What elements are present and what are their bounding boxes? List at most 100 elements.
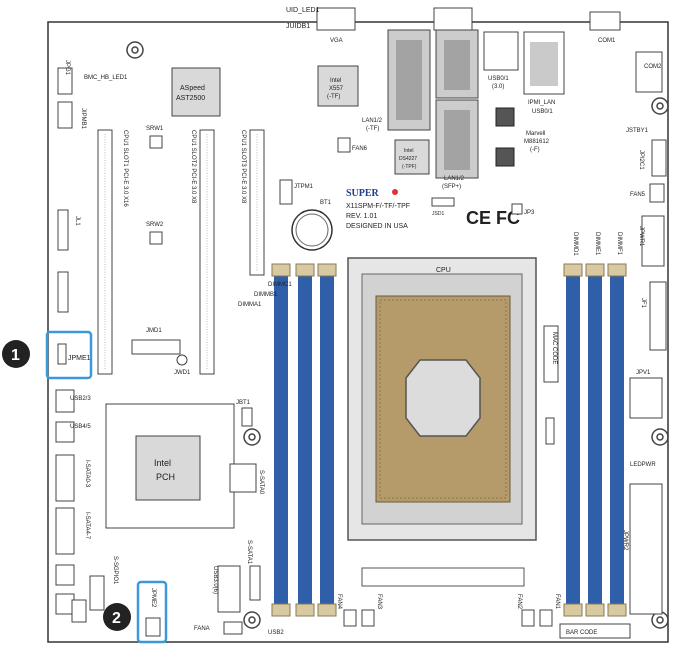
battery	[291, 209, 333, 251]
lan12b-sfx-label: (SFP+)	[442, 184, 461, 190]
uid-led-label: UID_LED1	[286, 7, 320, 14]
s-sgpio-label: S-SGPIO1	[112, 556, 118, 585]
jpi2c-label: JPI2C1	[638, 150, 644, 170]
dimm-right-latches	[563, 263, 627, 617]
pch-chip	[135, 435, 201, 501]
fan4-label: FAN4	[336, 594, 342, 610]
dimm-b1-label: DIMMB1	[254, 292, 278, 298]
intel-x557-chip	[317, 65, 359, 107]
usb-top-label: USB0/1	[488, 76, 509, 82]
jpme1-highlight	[45, 330, 93, 380]
callout-2-text: 2	[112, 610, 121, 627]
lan12b-label: LAN1/2	[444, 176, 465, 182]
jsd-label: JSD1	[432, 211, 444, 217]
dimm-left-latches	[271, 263, 337, 617]
jpme2-header	[145, 617, 161, 637]
jwd1-label: JWD1	[174, 370, 191, 376]
com1-label: COM1	[598, 38, 616, 44]
left-headers	[55, 67, 87, 623]
pch-text-2: PCH	[156, 472, 175, 482]
marvell-chip-a	[495, 107, 515, 127]
i-sata47-label: I-SATA4-7	[84, 512, 90, 540]
brand-dot	[392, 189, 398, 195]
srw2-box	[149, 231, 163, 245]
aspeed-chip	[171, 67, 221, 117]
usb45-label: USB4/5	[70, 424, 91, 430]
io-texture	[396, 40, 558, 170]
i-sata03-label: I-SATA0-3	[84, 460, 90, 488]
jstby-label: JSTBY1	[626, 128, 649, 134]
jipmb-label: JIPMB1	[80, 108, 86, 130]
jpv1-label: JPV1	[636, 370, 651, 376]
usb-bottom-label: USB2	[268, 630, 284, 636]
srw1-label: SRW1	[146, 126, 164, 132]
x557-model: X557	[329, 86, 344, 92]
usb01-label: USB0/1	[532, 109, 553, 115]
pcie-slot-pins	[104, 134, 258, 370]
aspeed-model: AST2500	[176, 95, 205, 102]
dimm-left-slots	[274, 272, 334, 608]
rear-io	[316, 7, 621, 179]
dimm-e1-label: DIMME1	[594, 232, 600, 256]
srw2-label: SRW2	[146, 222, 164, 228]
fan5-label: FAN5	[630, 192, 646, 198]
aspeed-text: ASpeed	[180, 85, 205, 92]
bottom-headers	[89, 407, 631, 639]
battery-inner	[295, 213, 329, 247]
x557-text: Intel	[330, 78, 341, 84]
pch-text-1: Intel	[154, 458, 171, 468]
jpwr2-label: JPWR2	[622, 530, 628, 551]
barcode-label: BAR CODE	[566, 630, 597, 636]
dimm-d1-label: DIMMD1	[572, 232, 578, 256]
s-sata1-label: S-SATA1	[246, 540, 252, 565]
callout-1	[2, 340, 30, 368]
cpu-ihs	[405, 359, 481, 437]
mac-code-label: MAC CODE	[551, 332, 557, 364]
bt1-label: BT1	[320, 200, 332, 206]
slot3-label: CPU1 SLOT3 PCI-E 3.0 X8	[240, 130, 246, 204]
fan1-label: FAN1	[554, 594, 560, 610]
jwd1-hole	[176, 354, 188, 366]
juidb-label: JUIDB1	[286, 23, 310, 30]
jtag-header	[545, 417, 555, 445]
jtpm-label: JTPM1	[294, 184, 314, 190]
callout-1-text: 1	[11, 347, 20, 364]
jmd1-label: JMD1	[146, 328, 162, 334]
jpg1-label: JPG1	[64, 60, 70, 76]
marvell-chip-b	[495, 147, 515, 167]
x557-suffix: (-TF)	[327, 94, 340, 100]
ds-text: Intel	[404, 148, 413, 154]
srw1-box	[149, 135, 163, 149]
socket-bottom-bracket	[361, 567, 525, 587]
ds-suffix: (-TPF)	[402, 164, 417, 170]
cpu-die-grid	[379, 299, 507, 499]
usb23-label: USB2/3	[70, 396, 91, 402]
fana-label: FANA	[194, 626, 210, 632]
bmc-led-label: BMC_HB_LED1	[84, 75, 128, 81]
jtpm-header	[279, 179, 293, 205]
mounting-holes	[126, 41, 669, 629]
jp3-label: JP3	[524, 210, 535, 216]
jpme1-header	[57, 343, 67, 365]
usb-30-label: (3.0)	[492, 84, 504, 90]
fan2-label: FAN2	[516, 594, 522, 610]
intel-ds-chip	[394, 139, 430, 175]
jp3-box	[511, 203, 523, 215]
jpme1-label: JPME1	[68, 355, 91, 362]
ds-model: DS4227	[399, 156, 417, 162]
marvell-suffix: (-F)	[530, 147, 540, 153]
dimm-f1-label: DIMMF1	[616, 232, 622, 256]
com2-label: COM2	[644, 64, 662, 70]
brand-text: SUPER	[346, 188, 380, 199]
jl1-label: JL1	[74, 216, 80, 226]
dimm-a1-label: DIMMA1	[238, 302, 262, 308]
fan3-label: FAN3	[376, 594, 382, 610]
marvell-model: M881612	[524, 139, 550, 145]
lan12-label: LAN1/2	[362, 118, 383, 124]
fan6-label: FAN6	[352, 146, 368, 152]
jsd-header	[431, 197, 455, 207]
board-designed: DESIGNED IN USA	[346, 223, 408, 230]
ipmi-lan-label: IPMI_LAN	[528, 100, 555, 106]
jbt1-label: JBT1	[236, 400, 251, 406]
jpme2-highlight	[136, 580, 168, 644]
